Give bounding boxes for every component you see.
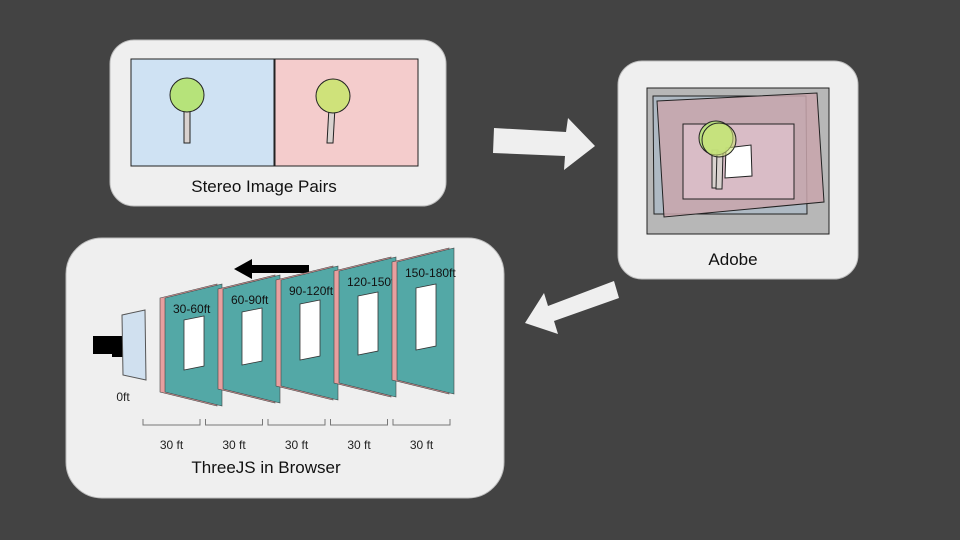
layer-window (415, 283, 437, 351)
distance-label: 30 ft (347, 438, 371, 452)
distance-brackets: 30 ft 30 ft 30 ft 30 ft 30 ft (142, 419, 451, 452)
arrow-down-left-icon (525, 281, 619, 334)
adobe-panel: Adobe (617, 60, 859, 280)
camera-distance-label: 0ft (116, 390, 130, 404)
near-plane (121, 309, 147, 381)
tree-crown-left (169, 77, 205, 113)
stereo-panel-label: Stereo Image Pairs (191, 177, 337, 196)
layer-label: 90-120ft (289, 284, 334, 298)
left-image (130, 58, 275, 167)
depth-layer: 120-150ft (333, 256, 398, 398)
depth-layer: 30-60ft (159, 283, 223, 407)
distance-label: 30 ft (160, 438, 184, 452)
distance-bracket (330, 419, 388, 426)
layer-window (183, 315, 205, 371)
depth-layers: 30-60ft 60-90ft 90-120ft 120-150ft 150-180ft (159, 247, 456, 407)
layer-window (241, 307, 263, 366)
white-patch (724, 144, 753, 179)
depth-layer: 90-120ft (275, 265, 339, 401)
tree-crown-overlay-b (701, 122, 737, 158)
layer-label: 120-150ft (347, 275, 398, 289)
right-image (274, 58, 419, 167)
layer-window (299, 299, 321, 361)
direction-arrow-icon (234, 259, 309, 279)
distance-label: 30 ft (410, 438, 434, 452)
layer-window (357, 291, 379, 356)
layer-label: 150-180ft (405, 266, 456, 280)
distance-bracket (267, 419, 326, 426)
tree-crown-right (315, 78, 351, 114)
threejs-panel-label: ThreeJS in Browser (191, 458, 341, 477)
stereo-panel: Stereo Image Pairs (109, 39, 447, 207)
depth-layer: 150-180ft (391, 247, 456, 395)
threejs-panel: 0ft 30-60ft 60-90ft 90-120ft 120-150ft 150-1… (65, 237, 505, 499)
adobe-panel-label: Adobe (708, 250, 757, 269)
distance-bracket (392, 419, 451, 426)
layer-label: 30-60ft (173, 302, 211, 316)
arrow-right-icon (493, 118, 595, 170)
distance-bracket (205, 419, 263, 426)
left-image-frame (130, 58, 275, 167)
layer-label: 60-90ft (231, 293, 269, 307)
depth-layer: 60-90ft (217, 274, 281, 404)
distance-label: 30 ft (222, 438, 246, 452)
right-image-frame (274, 58, 419, 167)
distance-label: 30 ft (285, 438, 309, 452)
distance-bracket (142, 419, 201, 426)
tree-trunk-overlay-b (715, 151, 724, 190)
